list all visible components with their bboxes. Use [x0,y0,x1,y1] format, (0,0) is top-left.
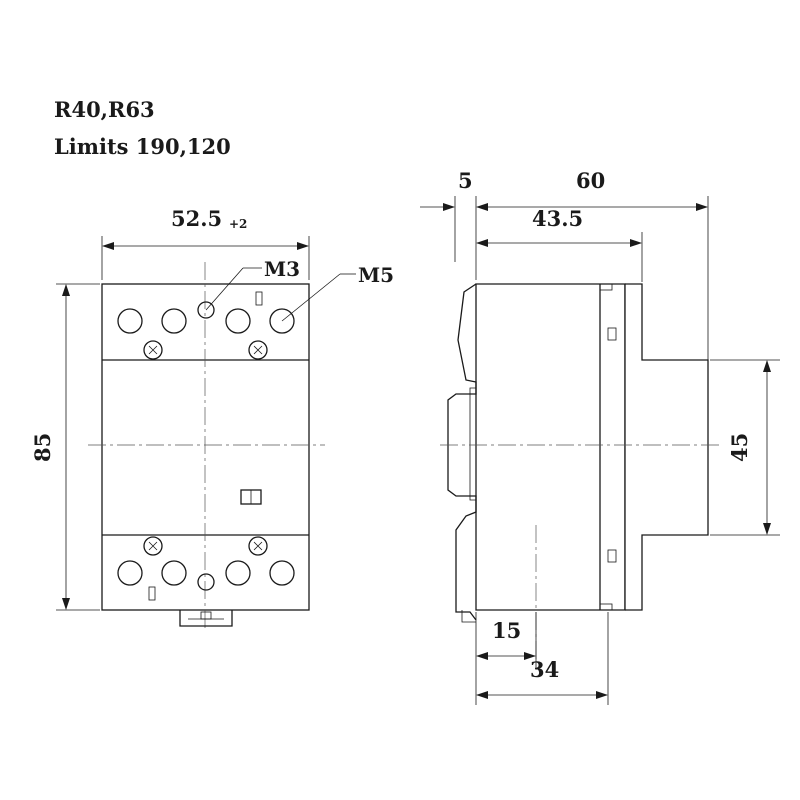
terminal-hole [225,560,251,586]
screw-head-icon [248,340,268,360]
limits-heading: Limits 190,120 [54,134,231,159]
screw-slot-icon [148,541,158,551]
terminal-hole [117,560,143,586]
coil-terminal-hole [197,573,215,591]
slot-mark [255,291,263,306]
terminal-hole [161,308,187,334]
front-body-outline [101,283,310,611]
terminal-hole [269,308,295,334]
m5-leader-line [281,273,341,322]
din-rail-profile [447,283,477,621]
screw-slot-icon [253,541,263,551]
din-clip [179,610,233,627]
m5-label: M5 [358,263,394,287]
bottom-depth-label: 34 [530,657,559,682]
screw-head-icon [248,536,268,556]
screw-slot-icon [253,345,263,355]
screw-head-icon [143,536,163,556]
terminal-hole [269,560,295,586]
coil-terminal-hole [197,301,215,319]
bottom-offset-label: 15 [492,618,521,643]
rail-offset-label: 5 [458,168,473,193]
total-depth-label: 60 [576,168,605,193]
front-height-label: 45 [727,433,752,462]
front-view: 52.5 +2 85 M3 [30,206,394,630]
side-body-outline [475,283,626,611]
model-list-heading: R40,R63 [54,97,155,122]
bottom-terminal-row [117,536,295,601]
m3-leader-line [205,267,244,311]
step-depth-label: 43.5 [532,206,583,231]
terminal-hole [117,308,143,334]
terminal-hole [161,560,187,586]
m3-label: M3 [264,257,300,281]
height-label: 85 [30,433,55,462]
slot-mark [148,586,156,601]
top-terminal-row [117,291,295,360]
screw-slot-icon [148,345,158,355]
side-view: 5 60 43.5 45 15 [420,168,780,705]
screw-head-icon [143,340,163,360]
width-tolerance-label: +2 [229,217,247,231]
side-front-cover [625,283,709,611]
terminal-hole [225,308,251,334]
width-label: 52.5 [171,206,222,231]
